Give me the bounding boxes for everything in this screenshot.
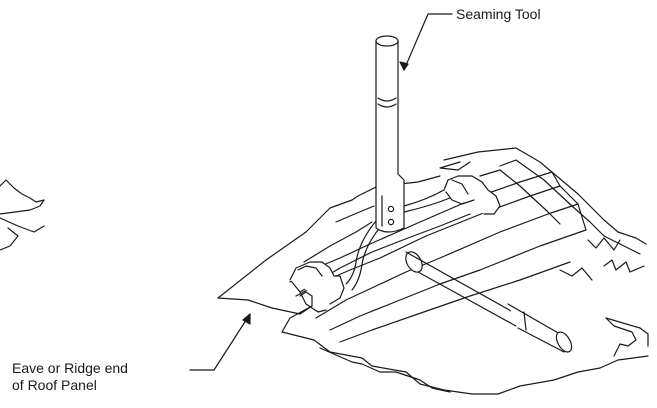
- left-panel-fragment: [0, 179, 45, 251]
- eave-ridge-label-line1: Eave or Ridge end: [12, 360, 128, 376]
- seaming-tool-handle: [375, 35, 405, 233]
- roof-panel: [217, 147, 649, 395]
- leader-seaming-tool: [399, 13, 453, 71]
- eave-ridge-label: Eave or Ridge end of Roof Panel: [12, 360, 128, 394]
- crank-handle: [405, 251, 573, 353]
- eave-ridge-label-line2: of Roof Panel: [12, 377, 97, 393]
- seaming-tool-label: Seaming Tool: [456, 6, 541, 22]
- standing-seam: [289, 171, 587, 343]
- leader-eave-ridge: [189, 313, 251, 371]
